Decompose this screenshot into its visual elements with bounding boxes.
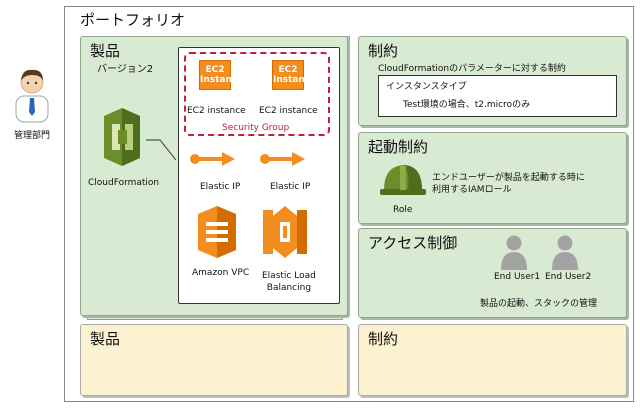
launch-constraint-desc: エンドユーザーが製品を起動する時に 利用するIAMロール (432, 173, 585, 195)
end-user-icon-2 (551, 234, 579, 270)
elastic-ip-label-1: Elastic IP (200, 182, 241, 192)
elastic-ip-label-2: Elastic IP (270, 182, 311, 192)
iam-role-helmet-icon (378, 160, 428, 200)
product-panel-bottom[interactable] (80, 324, 348, 396)
end-user-label-1: End User1 (494, 272, 541, 282)
amazon-vpc-label: Amazon VPC (192, 268, 250, 278)
access-control-title: アクセス制御 (368, 234, 458, 252)
product-bottom-title: 製品 (90, 330, 121, 348)
access-control-desc: 製品の起動、スタックの管理 (480, 299, 598, 309)
product-version: バージョン2 (97, 64, 154, 75)
amazon-vpc-icon (194, 204, 240, 260)
admin-label: 管理部門 (13, 131, 50, 141)
instance-type-box (378, 75, 617, 117)
cloudformation-icon (98, 108, 146, 166)
portfolio-title: ポートフォリオ (80, 11, 186, 29)
product-title: 製品 (90, 42, 121, 60)
cloudformation-label: CloudFormation (88, 178, 160, 188)
constraint-bottom-title: 制約 (368, 330, 399, 348)
end-user-icon-1 (500, 234, 528, 270)
elastic-ip-icon-2 (260, 151, 306, 167)
access-control-panel[interactable] (358, 228, 627, 318)
admin-person-icon (10, 66, 54, 126)
constraint-title: 制約 (368, 42, 399, 60)
ec2-instance-label-1: EC2 instance (187, 106, 246, 116)
instance-type-text: Test環境の場合、t2.microのみ (403, 100, 531, 110)
elastic-load-balancing-label: Elastic Load Balancing (262, 271, 316, 293)
ec2-icon-text: EC2 Instance (273, 65, 317, 85)
launch-constraint-title: 起動制約 (368, 138, 429, 156)
security-group-box[interactable] (184, 52, 330, 136)
iam-role-label: Role (393, 205, 413, 215)
elastic-load-balancing-icon (261, 202, 309, 262)
end-user-label-2: End User2 (545, 272, 592, 282)
ec2-instance-icon-1: EC2 Instance (199, 60, 243, 90)
constraint-panel-bottom[interactable] (358, 324, 627, 396)
ec2-instance-label-2: EC2 instance (259, 106, 318, 116)
security-group-label: Security Group (222, 123, 290, 133)
ec2-instance-icon-2: EC2 Instance (272, 60, 316, 90)
cloudformation-connector (146, 139, 177, 161)
elastic-ip-icon-1 (190, 151, 236, 167)
instance-type-title: インスタンスタイプ (386, 82, 467, 92)
constraint-desc: CloudFormationのパラメーターに対する制約 (378, 64, 566, 74)
ec2-icon-text: EC2 Instance (200, 65, 244, 85)
